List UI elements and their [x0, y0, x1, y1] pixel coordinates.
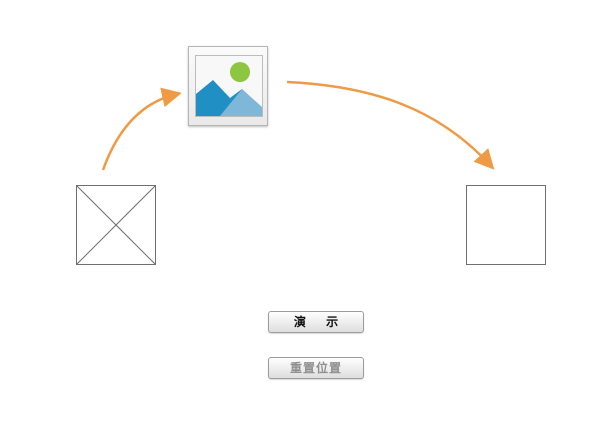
crossed-placeholder-box-icon [76, 185, 156, 265]
demo-button[interactable]: 演 示 [268, 311, 364, 333]
right-arc-arrow [286, 80, 495, 170]
left-arc-arrow [101, 87, 182, 171]
reset-position-button[interactable]: 重置位置 [268, 357, 364, 379]
left-placeholder-box [76, 185, 156, 265]
image-tile[interactable] [188, 46, 268, 126]
landscape-image-icon [196, 56, 262, 116]
image-tile-inner [195, 55, 263, 117]
right-empty-box [466, 185, 546, 265]
